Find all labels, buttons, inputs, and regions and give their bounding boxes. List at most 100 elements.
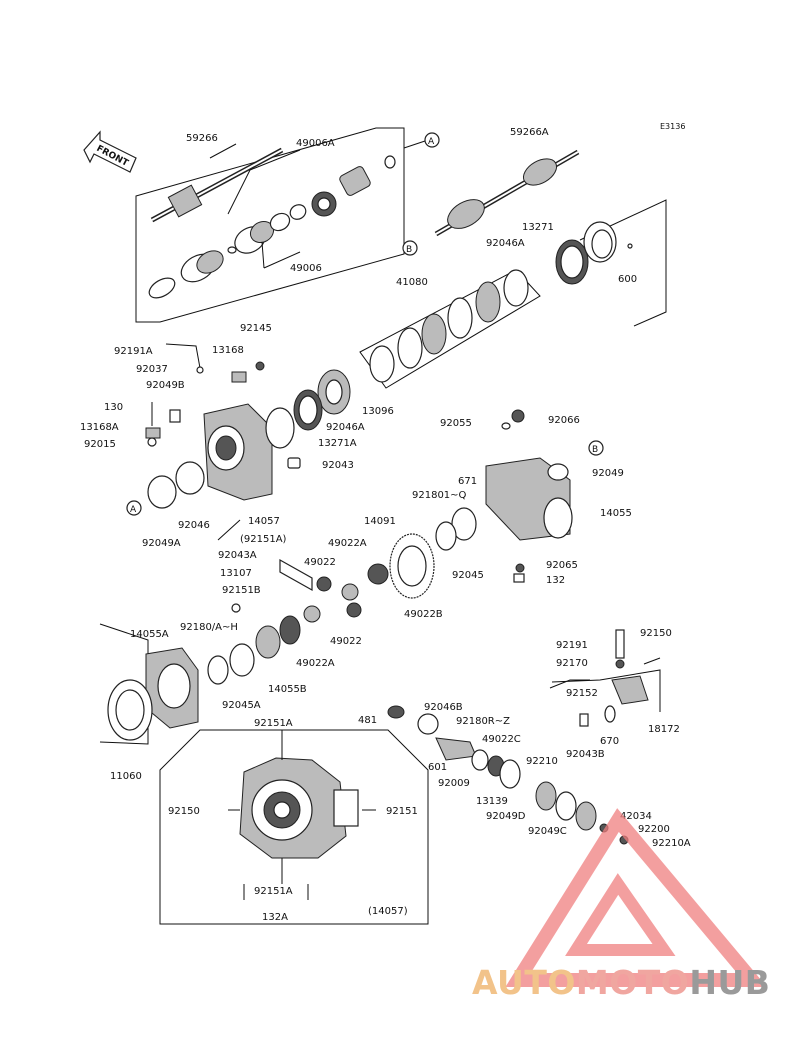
label-14055a: 14055A (130, 629, 169, 640)
label-92151-right: 92151 (386, 806, 418, 817)
differential-cover-group (99, 615, 301, 745)
label-13107: 13107 (220, 568, 252, 579)
label-92200: 92200 (638, 824, 670, 835)
label-92049c: 92049C (528, 826, 567, 837)
label-92015: 92015 (84, 439, 116, 450)
label-59266: 59266 (186, 133, 218, 144)
label-92037: 92037 (136, 364, 168, 375)
label-92065: 92065 (546, 560, 578, 571)
label-92151a-top: 92151A (254, 718, 293, 729)
seal-plates (555, 199, 667, 327)
callout-b-top (402, 240, 418, 256)
label-92046: 92046 (178, 520, 210, 531)
label-601: 601 (428, 762, 447, 773)
label-49022: 49022 (330, 636, 362, 647)
label-13168a: 13168A (80, 422, 119, 433)
label-92045a: 92045A (222, 700, 261, 711)
label-92045: 92045 (452, 570, 484, 581)
label-92210: 92210 (526, 756, 558, 767)
label-49006a: 49006A (296, 138, 335, 149)
label-49022-top: 49022 (304, 557, 336, 568)
label-14055b: 14055B (268, 684, 307, 695)
callout-b-right (588, 440, 604, 456)
gear-case-detail-box (159, 729, 429, 925)
label-92151b: 92151B (222, 585, 261, 596)
label-49006: 49006 (290, 263, 322, 274)
label-921801q: 921801~Q (412, 490, 467, 501)
right-axle-shaft (434, 149, 580, 237)
watermark-hub: HUB (689, 963, 771, 1002)
label-49022b: 49022B (404, 609, 443, 620)
label-92046a-mid: 92046A (326, 422, 365, 433)
label-92049b: 92049B (146, 380, 185, 391)
label-14091: 14091 (364, 516, 396, 527)
front-arrow-icon: FRONT (83, 130, 137, 173)
label-13271a: 13271A (318, 438, 357, 449)
watermark-moto: MOTO (575, 963, 690, 1002)
label-13168: 13168 (212, 345, 244, 356)
label-92191a: 92191A (114, 346, 153, 357)
watermark-logo-icon (505, 808, 767, 987)
label-670: 670 (600, 736, 619, 747)
label-481: 481 (358, 715, 377, 726)
label-92150-left: 92150 (168, 806, 200, 817)
label-92049: 92049 (592, 468, 624, 479)
label-92152: 92152 (566, 688, 598, 699)
label-92043a: 92043A (218, 550, 257, 561)
label-92180ah: 92180/A~H (180, 622, 238, 633)
label-132a: 132A (262, 912, 288, 923)
watermark-text: AUTOMOTOHUB (472, 963, 770, 1002)
label-92145: 92145 (240, 323, 272, 334)
diagram-code: E3136 (660, 122, 685, 131)
label-13139: 13139 (476, 796, 508, 807)
actuator-group (549, 629, 661, 727)
ring-and-pinion-gears (231, 533, 435, 623)
label-92043b: 92043B (566, 749, 605, 760)
watermark-auto: AUTO (472, 963, 576, 1002)
label-92151a-paren: (92151A) (240, 534, 287, 545)
callout-b-top-label: B (406, 245, 412, 255)
label-92191: 92191 (556, 640, 588, 651)
label-92046a-top: 92046A (486, 238, 525, 249)
label-92150-right: 92150 (640, 628, 672, 639)
clutch-plate-pack (359, 269, 541, 389)
label-92049d: 92049D (486, 811, 526, 822)
label-132: 132 (546, 575, 565, 586)
label-13096: 13096 (362, 406, 394, 417)
label-41080: 41080 (396, 277, 428, 288)
label-92151a-bot: 92151A (254, 886, 293, 897)
label-92009: 92009 (438, 778, 470, 789)
label-92180rz: 92180R~Z (456, 716, 510, 727)
callout-b-right-label: B (592, 445, 598, 455)
breather-hose-parts (145, 343, 265, 447)
callout-a-top (424, 132, 440, 148)
label-130: 130 (104, 402, 123, 413)
label-42034: 42034 (620, 811, 652, 822)
label-11060: 11060 (110, 771, 142, 782)
label-14057-paren: (14057) (368, 906, 408, 917)
label-18172: 18172 (648, 724, 680, 735)
label-92046b: 92046B (424, 702, 463, 713)
label-49022a-top: 49022A (328, 538, 367, 549)
callout-a-left (126, 500, 142, 516)
pinion-shaft-group (387, 705, 629, 845)
label-92043: 92043 (322, 460, 354, 471)
label-92066: 92066 (548, 415, 580, 426)
label-671: 671 (458, 476, 477, 487)
label-14057: 14057 (248, 516, 280, 527)
label-59266a: 59266A (510, 127, 549, 138)
label-14055: 14055 (600, 508, 632, 519)
label-49022a: 49022A (296, 658, 335, 669)
label-92170: 92170 (556, 658, 588, 669)
label-600: 600 (618, 274, 637, 285)
front-axle-shaft-group (135, 127, 405, 323)
callout-a-left-label: A (130, 505, 137, 515)
label-92210a: 92210A (652, 838, 691, 849)
bearing-seal-stack (265, 369, 351, 469)
gear-case-14057 (147, 403, 273, 541)
label-13271: 13271 (522, 222, 554, 233)
label-49022c: 49022C (482, 734, 521, 745)
label-92049a: 92049A (142, 538, 181, 549)
differential-case-14055 (435, 409, 573, 583)
